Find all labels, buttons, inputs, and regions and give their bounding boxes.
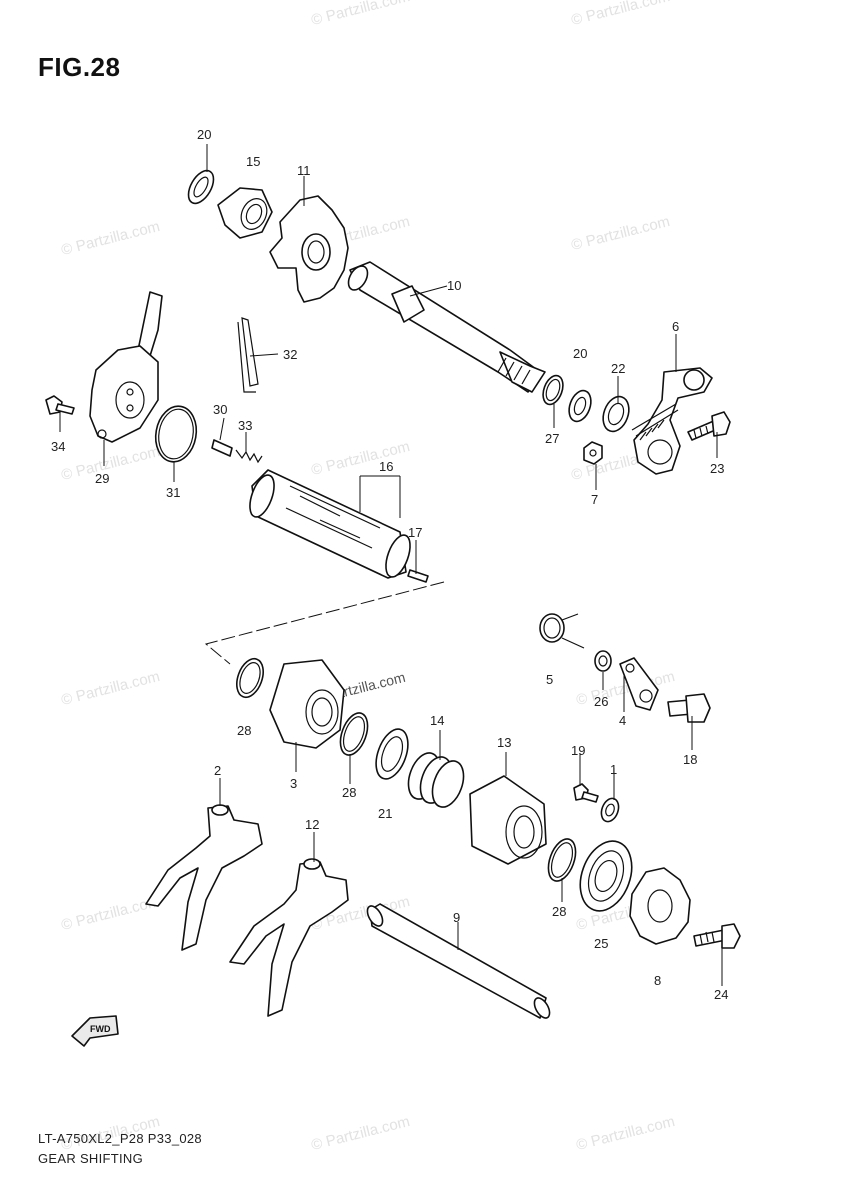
drum-13-icon: [469, 775, 547, 865]
nut-7-icon: [583, 441, 603, 465]
callout-9: 9: [453, 910, 460, 925]
callout-4: 4: [619, 713, 626, 728]
shift-lever-6-icon: [631, 367, 713, 475]
callout-28b: 28: [342, 785, 356, 800]
bearing-25-icon: [579, 840, 633, 912]
pin-30-icon: [211, 439, 233, 457]
callout-28a: 28: [237, 723, 251, 738]
callout-22: 22: [611, 361, 625, 376]
callout-20: 20: [197, 127, 211, 142]
callout-13: 13: [497, 735, 511, 750]
callout-labels: 20 15 11 10 32 6 20 22 27 34 29 31 30 33…: [51, 127, 728, 1002]
gear-8-icon: [629, 867, 691, 945]
callout-7: 7: [591, 492, 598, 507]
diagram-code: LT-A750XL2_P28 P33_028: [38, 1131, 202, 1146]
callout-25: 25: [594, 936, 608, 951]
callout-27: 27: [545, 431, 559, 446]
callout-18: 18: [683, 752, 697, 767]
circlip-28a-icon: [236, 657, 264, 699]
callout-2: 2: [214, 763, 221, 778]
diagram-caption: GEAR SHIFTING: [38, 1151, 144, 1166]
callout-3: 3: [290, 776, 297, 791]
bolt-23-icon: [687, 411, 731, 441]
shift-fork-12-icon: [229, 858, 349, 1017]
callout-20b: 20: [573, 346, 587, 361]
stopper-arm-4-icon: [619, 657, 659, 711]
callout-10: 10: [447, 278, 461, 293]
callout-21: 21: [378, 806, 392, 821]
o-ring-31-icon: [154, 405, 198, 463]
circlip-28c-icon: [547, 838, 577, 882]
callout-1: 1: [610, 762, 617, 777]
spring-14-icon: [407, 752, 465, 808]
washer-20b-icon: [568, 389, 592, 423]
callout-6: 6: [672, 319, 679, 334]
callout-11: 11: [297, 163, 311, 178]
shift-cam-16-icon: [249, 469, 411, 579]
pin-17-icon: [407, 569, 429, 583]
circlip-28b-icon: [339, 712, 369, 756]
shift-shaft-10-icon: [347, 261, 546, 393]
callout-15: 15: [246, 154, 260, 169]
washer-1-icon: [600, 797, 620, 823]
callout-28c: 28: [552, 904, 566, 919]
shift-arm-15-icon: [217, 187, 273, 239]
bolt-18-icon: [667, 693, 711, 723]
shift-plate-11-icon: [269, 195, 349, 303]
callout-8: 8: [654, 973, 661, 988]
bolt-19-icon: [573, 783, 599, 803]
screw-34-icon: [45, 395, 75, 415]
callout-31: 31: [166, 485, 180, 500]
washer-20-icon: [187, 169, 215, 205]
circlip-27-icon: [542, 374, 564, 406]
spring-5-icon: [539, 613, 585, 649]
shift-fork-2-icon: [145, 804, 263, 951]
callout-19: 19: [571, 743, 585, 758]
position-switch-29-icon: [89, 291, 163, 443]
callout-24: 24: [714, 987, 728, 1002]
callout-26: 26: [594, 694, 608, 709]
callout-14: 14: [430, 713, 444, 728]
bolt-24-icon: [693, 923, 741, 949]
fwd-label: FWD: [90, 1024, 111, 1034]
fwd-arrow-icon: FWD: [71, 1015, 119, 1047]
washer-26-icon: [594, 650, 612, 672]
callout-17: 17: [408, 525, 422, 540]
fork-shaft-9-icon: [366, 903, 551, 1019]
callout-12: 12: [305, 817, 319, 832]
cam-gear-3-icon: [269, 659, 345, 749]
spring-33-icon: [235, 449, 263, 464]
washer-21-icon: [375, 728, 409, 780]
callout-23: 23: [710, 461, 724, 476]
callout-29: 29: [95, 471, 109, 486]
callout-32: 32: [283, 347, 297, 362]
clip-32-icon: [237, 317, 259, 393]
leader-lines: [59, 144, 723, 986]
figure-title: FIG.28: [38, 52, 121, 82]
callout-33: 33: [238, 418, 252, 433]
callout-16: 16: [379, 459, 393, 474]
oil-seal-22-icon: [602, 395, 630, 433]
callout-30: 30: [213, 402, 227, 417]
callout-34: 34: [51, 439, 65, 454]
callout-5: 5: [546, 672, 553, 687]
